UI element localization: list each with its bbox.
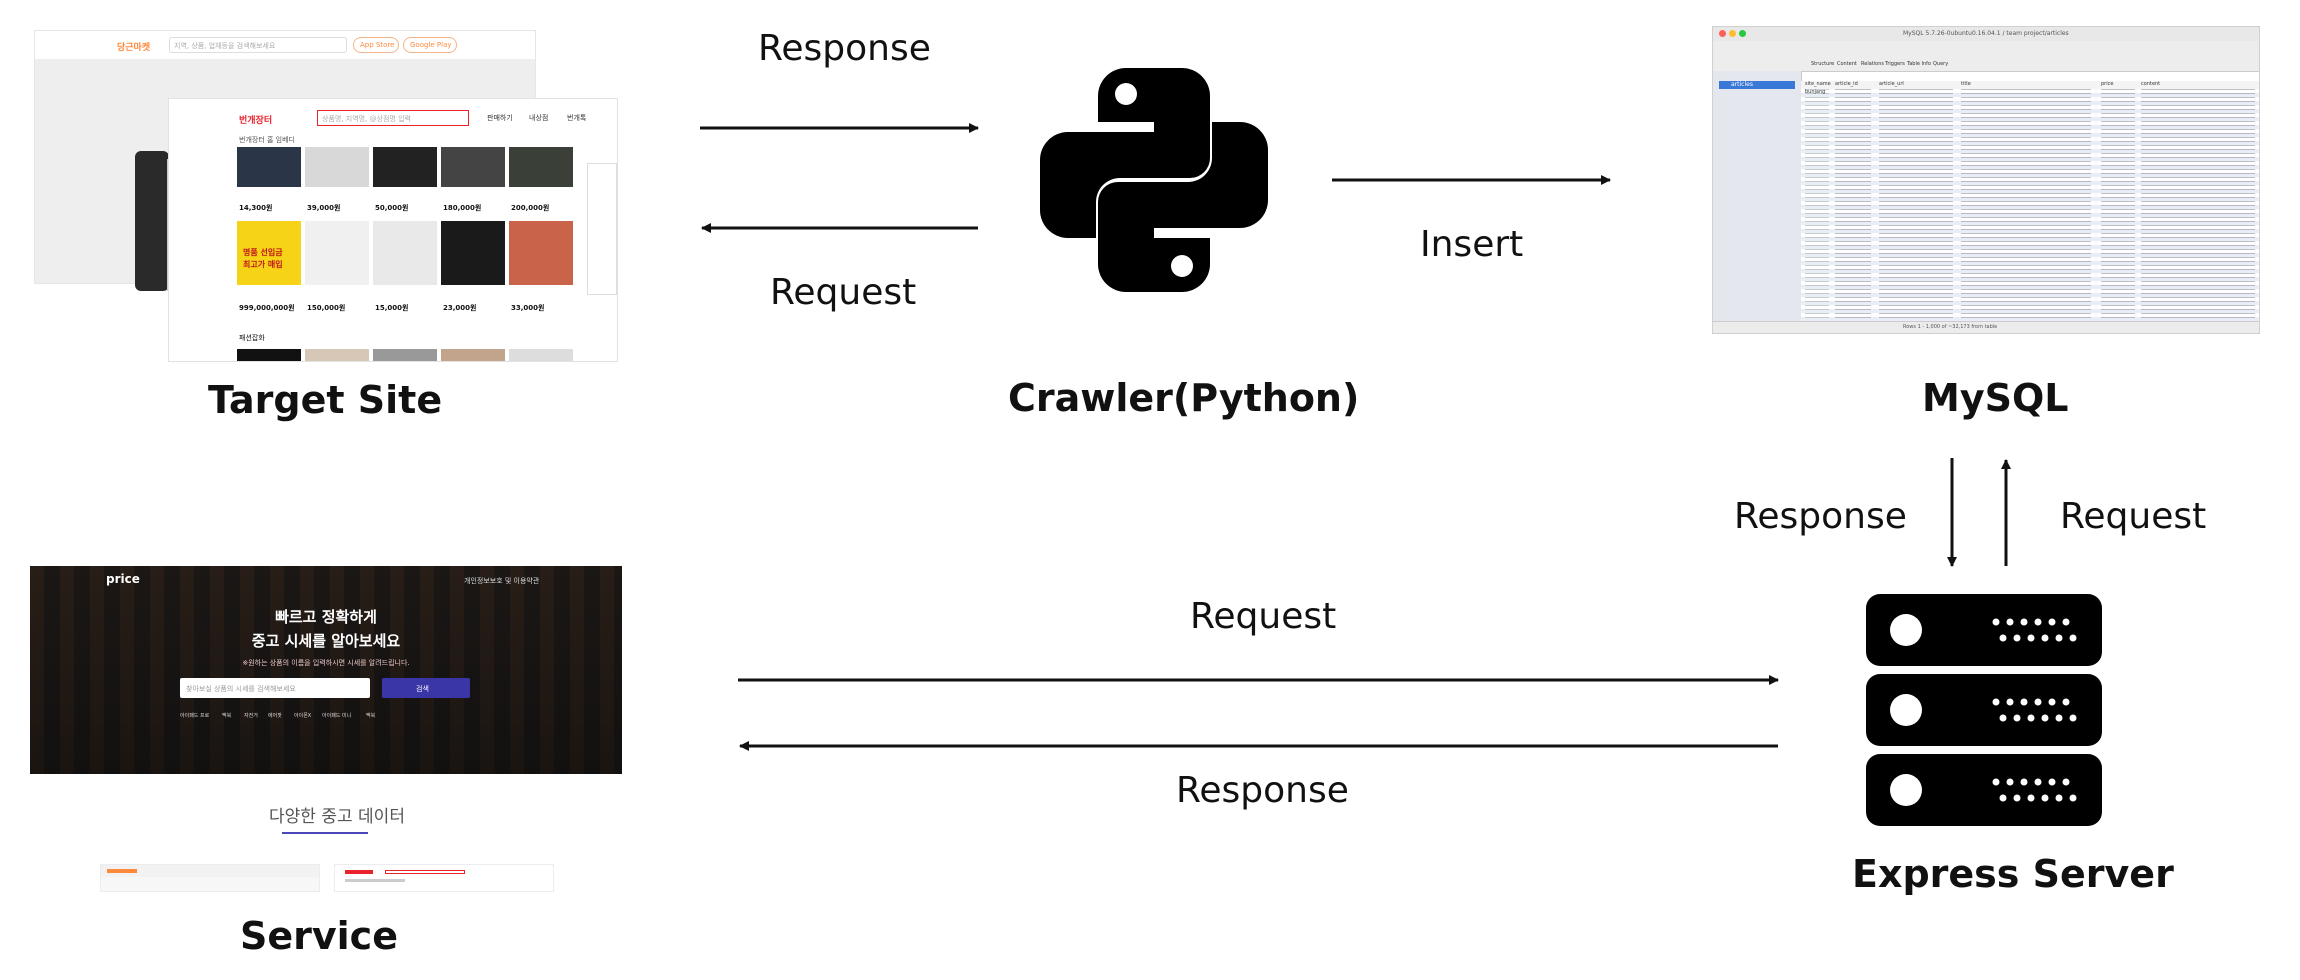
bunjang-logo: 번개장터 <box>239 116 273 126</box>
node-title-crawler: Crawler(Python) <box>1008 376 1360 420</box>
edge-label-response-bottom: Response <box>1176 770 1349 811</box>
quick-link-2[interactable]: 맥북 <box>222 713 232 719</box>
price-4: 180,000원 <box>443 204 482 212</box>
target-front-screenshot: 번개장터 상품명, 지역명, @상점명 입력 판매하기 내상점 번개톡 번개장터… <box>168 98 618 362</box>
service-heading-1: 빠르고 정확하게 <box>275 608 377 626</box>
price-5: 200,000원 <box>511 204 550 212</box>
quick-link-5[interactable]: 아이폰X <box>294 713 312 719</box>
privacy-link[interactable]: 개인정보보호 및 이용약관 <box>464 577 540 585</box>
front-search-input[interactable]: 상품명, 지역명, @상점명 입력 <box>317 110 469 126</box>
mysql-screenshot: MySQL 5.7.26-0ubuntu0.16.04.1 / team pro… <box>1712 26 2260 334</box>
service-logo[interactable]: price <box>106 572 140 586</box>
server-rack-icon <box>1866 594 2102 826</box>
service-thumb-1 <box>100 864 320 892</box>
product-grid-row-1 <box>237 147 577 187</box>
service-search-button[interactable]: 검색 <box>382 678 470 698</box>
category-menu[interactable]: 번개장터 홈 임베디 <box>239 136 295 144</box>
toolbar-triggers[interactable]: Triggers <box>1885 61 1905 67</box>
mysql-toolbar: Structure Content Relations Triggers Tab… <box>1713 41 2259 72</box>
price-2: 39,000원 <box>307 204 341 212</box>
edge-label-request-top: Request <box>770 272 917 313</box>
node-title-mysql: MySQL <box>1922 376 2069 420</box>
edge-label-request-mysql: Request <box>2060 496 2207 537</box>
recent-items-panel <box>587 163 617 295</box>
carrot-logo: 당근마켓 <box>117 43 151 53</box>
app-store-button[interactable]: App Store <box>353 37 399 53</box>
toolbar-query[interactable]: Query <box>1933 61 1949 67</box>
price-9: 23,000원 <box>443 304 477 312</box>
service-thumb-2 <box>334 864 554 892</box>
my-shop-link[interactable]: 내상점 <box>529 114 549 122</box>
python-logo-icon <box>1040 68 1268 292</box>
price-8: 15,000원 <box>375 304 409 312</box>
price-7: 150,000원 <box>307 304 346 312</box>
service-search-input[interactable]: 찾아보실 상품의 시세를 검색해보세요 <box>180 678 370 698</box>
toolbar-structure[interactable]: Structure <box>1811 61 1835 67</box>
service-quick-links: 아이패드 프로 맥북 자전거 에어팟 아이폰X 아이패드 미니 맥북 <box>180 712 470 722</box>
section-title-fashion: 패션잡화 <box>239 334 265 342</box>
toolbar-table-info[interactable]: Table Info <box>1907 61 1931 67</box>
promo-banner[interactable]: 명품 선입금 최고가 매입 <box>237 221 301 285</box>
section-underline <box>282 832 368 834</box>
service-section-title: 다양한 중고 데이터 <box>269 807 405 827</box>
tab-articles[interactable]: articles <box>1719 81 1795 89</box>
chat-link[interactable]: 번개톡 <box>567 114 587 122</box>
toolbar-content[interactable]: Content <box>1837 61 1857 67</box>
mysql-status-bar: Rows 1 - 1,000 of ~32,173 from table <box>1713 321 2259 333</box>
service-hero-screenshot: price 개인정보보호 및 이용약관 빠르고 정확하게 중고 시세를 알아보세… <box>30 566 622 774</box>
quick-link-3[interactable]: 자전거 <box>244 713 258 719</box>
node-title-service: Service <box>240 914 398 958</box>
toolbar-relations[interactable]: Relations <box>1861 61 1884 67</box>
quick-link-6[interactable]: 아이패드 미니 <box>322 713 352 719</box>
quick-link-1[interactable]: 아이패드 프로 <box>180 713 210 719</box>
phone-mockup <box>135 151 169 291</box>
node-title-express: Express Server <box>1852 852 2174 896</box>
service-subtext: ※원하는 상품의 이름을 입력하시면 시세를 알려드립니다. <box>242 659 410 667</box>
node-title-target-site: Target Site <box>208 378 443 422</box>
edge-label-response-top: Response <box>758 28 931 69</box>
product-grid-row-2: 명품 선입금 최고가 매입 <box>237 221 577 285</box>
price-10: 33,000원 <box>511 304 545 312</box>
mysql-sidebar: articles <box>1713 71 1802 333</box>
sell-link[interactable]: 판매하기 <box>487 114 513 122</box>
quick-link-7[interactable]: 맥북 <box>366 713 376 719</box>
price-3: 50,000원 <box>375 204 409 212</box>
edge-label-request-bottom: Request <box>1190 596 1337 637</box>
edge-label-insert: Insert <box>1420 224 1524 265</box>
google-play-button[interactable]: Google Play <box>403 37 457 53</box>
edge-label-response-mysql: Response <box>1734 496 1907 537</box>
server-unit <box>1866 594 2102 666</box>
mysql-window-title: MySQL 5.7.26-0ubuntu0.16.04.1 / team pro… <box>1903 30 2069 37</box>
back-search-input[interactable]: 지역, 상품, 업체등을 검색해보세요 <box>169 37 347 53</box>
mysql-data-rows: bunjang <box>1801 89 2259 321</box>
price-1: 14,300원 <box>239 204 273 212</box>
service-heading-2: 중고 시세를 알아보세요 <box>251 632 401 650</box>
quick-link-4[interactable]: 에어팟 <box>268 713 282 719</box>
row-site-name: bunjang <box>1805 89 1826 95</box>
price-6: 999,000,000원 <box>239 304 295 312</box>
